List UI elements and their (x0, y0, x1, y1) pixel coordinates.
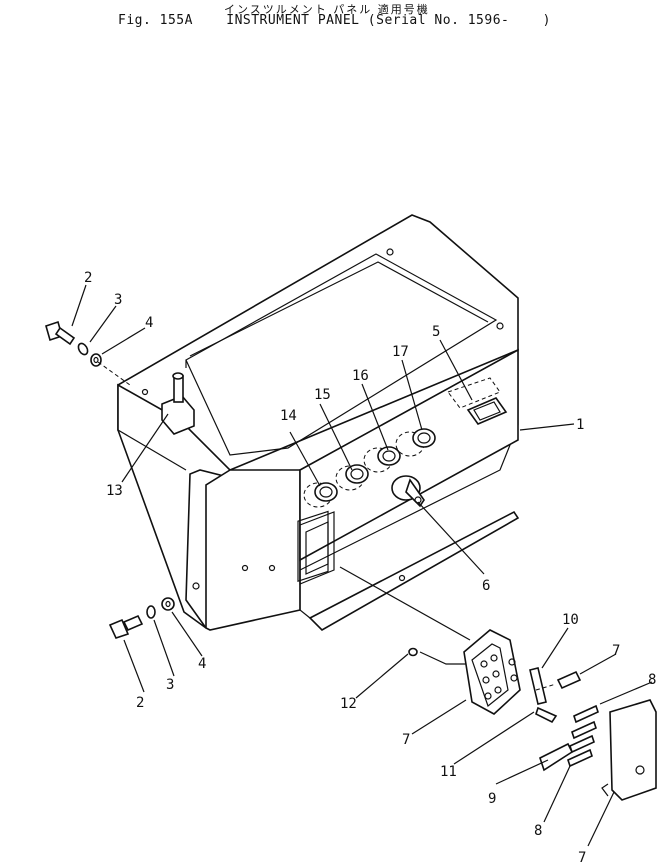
callout-16: 16 (352, 368, 369, 384)
screw-7-right (535, 670, 582, 691)
callout-13: 13 (106, 483, 123, 499)
switch-13 (141, 372, 195, 435)
lamp-5 (447, 377, 508, 425)
gauge-17 (395, 428, 436, 457)
callout-2: 2 (84, 270, 92, 286)
callout-7-left: 7 (402, 732, 410, 748)
callout-4-bottom: 4 (198, 656, 206, 672)
grommet-12 (408, 647, 418, 657)
callout-15: 15 (314, 387, 331, 403)
callout-14: 14 (280, 408, 297, 424)
key-switch-6 (391, 475, 425, 508)
figure-title: Fig. 155A INSTRUMENT PANEL (Serial No. 1… (118, 13, 551, 28)
cover-7 (601, 699, 657, 801)
callout-7-bottom: 7 (578, 850, 586, 866)
callout-4: 4 (145, 315, 153, 331)
callout-3-bottom: 3 (166, 677, 174, 693)
clip-10 (529, 667, 547, 705)
screw-11 (535, 706, 558, 724)
callout-11: 11 (440, 764, 457, 780)
callout-3: 3 (114, 292, 122, 308)
washer-4-top (90, 353, 102, 367)
callout-12: 12 (340, 696, 357, 712)
washer-3-bottom (146, 605, 156, 619)
gauge-16 (363, 446, 401, 473)
fuse-box (463, 629, 521, 715)
callout-8-top: 8 (648, 672, 656, 688)
callout-8-bottom: 8 (534, 823, 542, 839)
callout-labels: 1 2 3 4 5 17 16 15 14 13 6 10 7 8 2 3 4 … (84, 270, 656, 866)
callout-2-bottom: 2 (136, 695, 144, 711)
callout-5: 5 (432, 324, 440, 340)
fuses-8 (567, 704, 599, 768)
bolt-2-top (45, 320, 76, 346)
callout-1: 1 (576, 417, 584, 433)
washer-3-top (77, 342, 89, 356)
fuse-puller-9 (539, 742, 574, 772)
washer-4-bottom (161, 597, 175, 611)
callout-6: 6 (482, 578, 490, 594)
callout-9: 9 (488, 791, 496, 807)
callout-7-right: 7 (612, 643, 620, 659)
japanese-title: インスツルメント パネル 適用号機 (224, 3, 430, 16)
gauge-14 (303, 482, 338, 508)
callout-17: 17 (392, 344, 409, 360)
callout-10: 10 (562, 612, 579, 628)
bolt-2-bottom (108, 614, 144, 639)
leader-lines (71, 284, 653, 847)
